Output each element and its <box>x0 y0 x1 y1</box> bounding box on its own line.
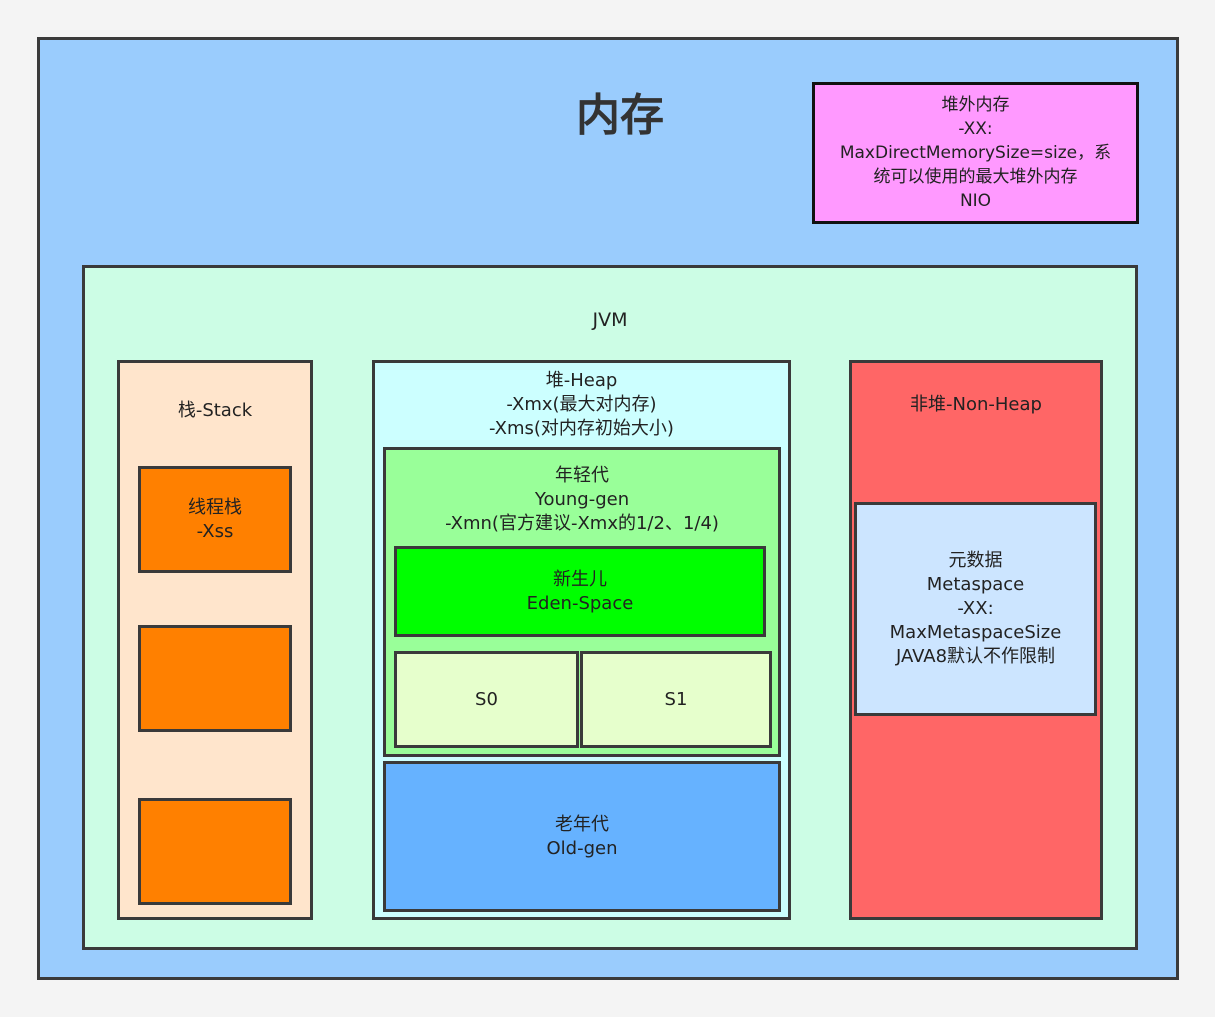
heap-line: -Xms(对内存初始大小) <box>489 418 674 439</box>
eden-space-box: 新生儿 Eden-Space <box>394 546 766 637</box>
heap-box: 堆-Heap -Xmx(最大对内存) -Xms(对内存初始大小) 年轻代 You… <box>372 360 791 920</box>
old-gen-line: 老年代 <box>555 813 609 835</box>
heap-line: -Xmx(最大对内存) <box>506 394 657 415</box>
metaspace-line: -XX: <box>957 598 994 619</box>
old-gen-line: Old-gen <box>546 837 618 859</box>
offheap-line: -XX: <box>958 119 993 139</box>
thread-stack-box <box>138 625 292 732</box>
non-heap-box: 非堆-Non-Heap 元数据 Metaspace -XX: MaxMetasp… <box>849 360 1103 920</box>
thread-stack-param: -Xss <box>196 520 234 542</box>
jvm-box: JVM 栈-Stack 线程栈 -Xss 堆-Heap -Xmx(最大对内存) … <box>82 265 1138 950</box>
non-heap-label: 非堆-Non-Heap <box>910 394 1042 415</box>
heap-line: 堆-Heap <box>545 370 618 391</box>
memory-box: 内存 堆外内存 -XX: MaxDirectMemorySize=size，系 … <box>37 37 1179 980</box>
offheap-line: MaxDirectMemorySize=size，系 <box>839 143 1112 163</box>
metaspace-line: MaxMetaspaceSize <box>889 622 1062 643</box>
offheap-line: 统可以使用的最大堆外内存 <box>873 167 1078 187</box>
survivor-s1-box: S1 <box>580 651 772 748</box>
young-gen-label: 年轻代 Young-gen -Xmn(官方建议-Xmx的1/2、1/4) <box>386 464 778 536</box>
young-gen-line: -Xmn(官方建议-Xmx的1/2、1/4) <box>445 513 719 534</box>
metaspace-line: JAVA8默认不作限制 <box>895 646 1056 667</box>
eden-line: Eden-Space <box>526 592 634 614</box>
thread-stack-box: 线程栈 -Xss <box>138 466 292 573</box>
offheap-line: NIO <box>959 191 992 211</box>
survivor-s0-label: S0 <box>475 688 498 710</box>
jvm-label: JVM <box>592 309 628 331</box>
young-gen-box: 年轻代 Young-gen -Xmn(官方建议-Xmx的1/2、1/4) 新生儿… <box>383 447 781 757</box>
eden-line: 新生儿 <box>553 568 607 590</box>
old-gen-box: 老年代 Old-gen <box>383 761 781 912</box>
metaspace-line: 元数据 <box>948 550 1003 571</box>
heap-label: 堆-Heap -Xmx(最大对内存) -Xms(对内存初始大小) <box>375 369 788 441</box>
young-gen-line: 年轻代 <box>555 465 609 486</box>
stack-box: 栈-Stack 线程栈 -Xss <box>117 360 313 920</box>
survivor-s0-box: S0 <box>394 651 579 748</box>
thread-stack-box <box>138 798 292 905</box>
metaspace-line: Metaspace <box>926 574 1025 595</box>
survivor-s1-label: S1 <box>664 688 688 710</box>
offheap-line: 堆外内存 <box>941 95 1010 115</box>
young-gen-line: Young-gen <box>534 489 630 510</box>
memory-title: 内存 <box>576 90 664 141</box>
offheap-box: 堆外内存 -XX: MaxDirectMemorySize=size，系 统可以… <box>812 82 1139 224</box>
thread-stack-title: 线程栈 <box>188 496 242 518</box>
metaspace-box: 元数据 Metaspace -XX: MaxMetaspaceSize JAVA… <box>854 502 1097 716</box>
stack-label: 栈-Stack <box>177 400 253 421</box>
